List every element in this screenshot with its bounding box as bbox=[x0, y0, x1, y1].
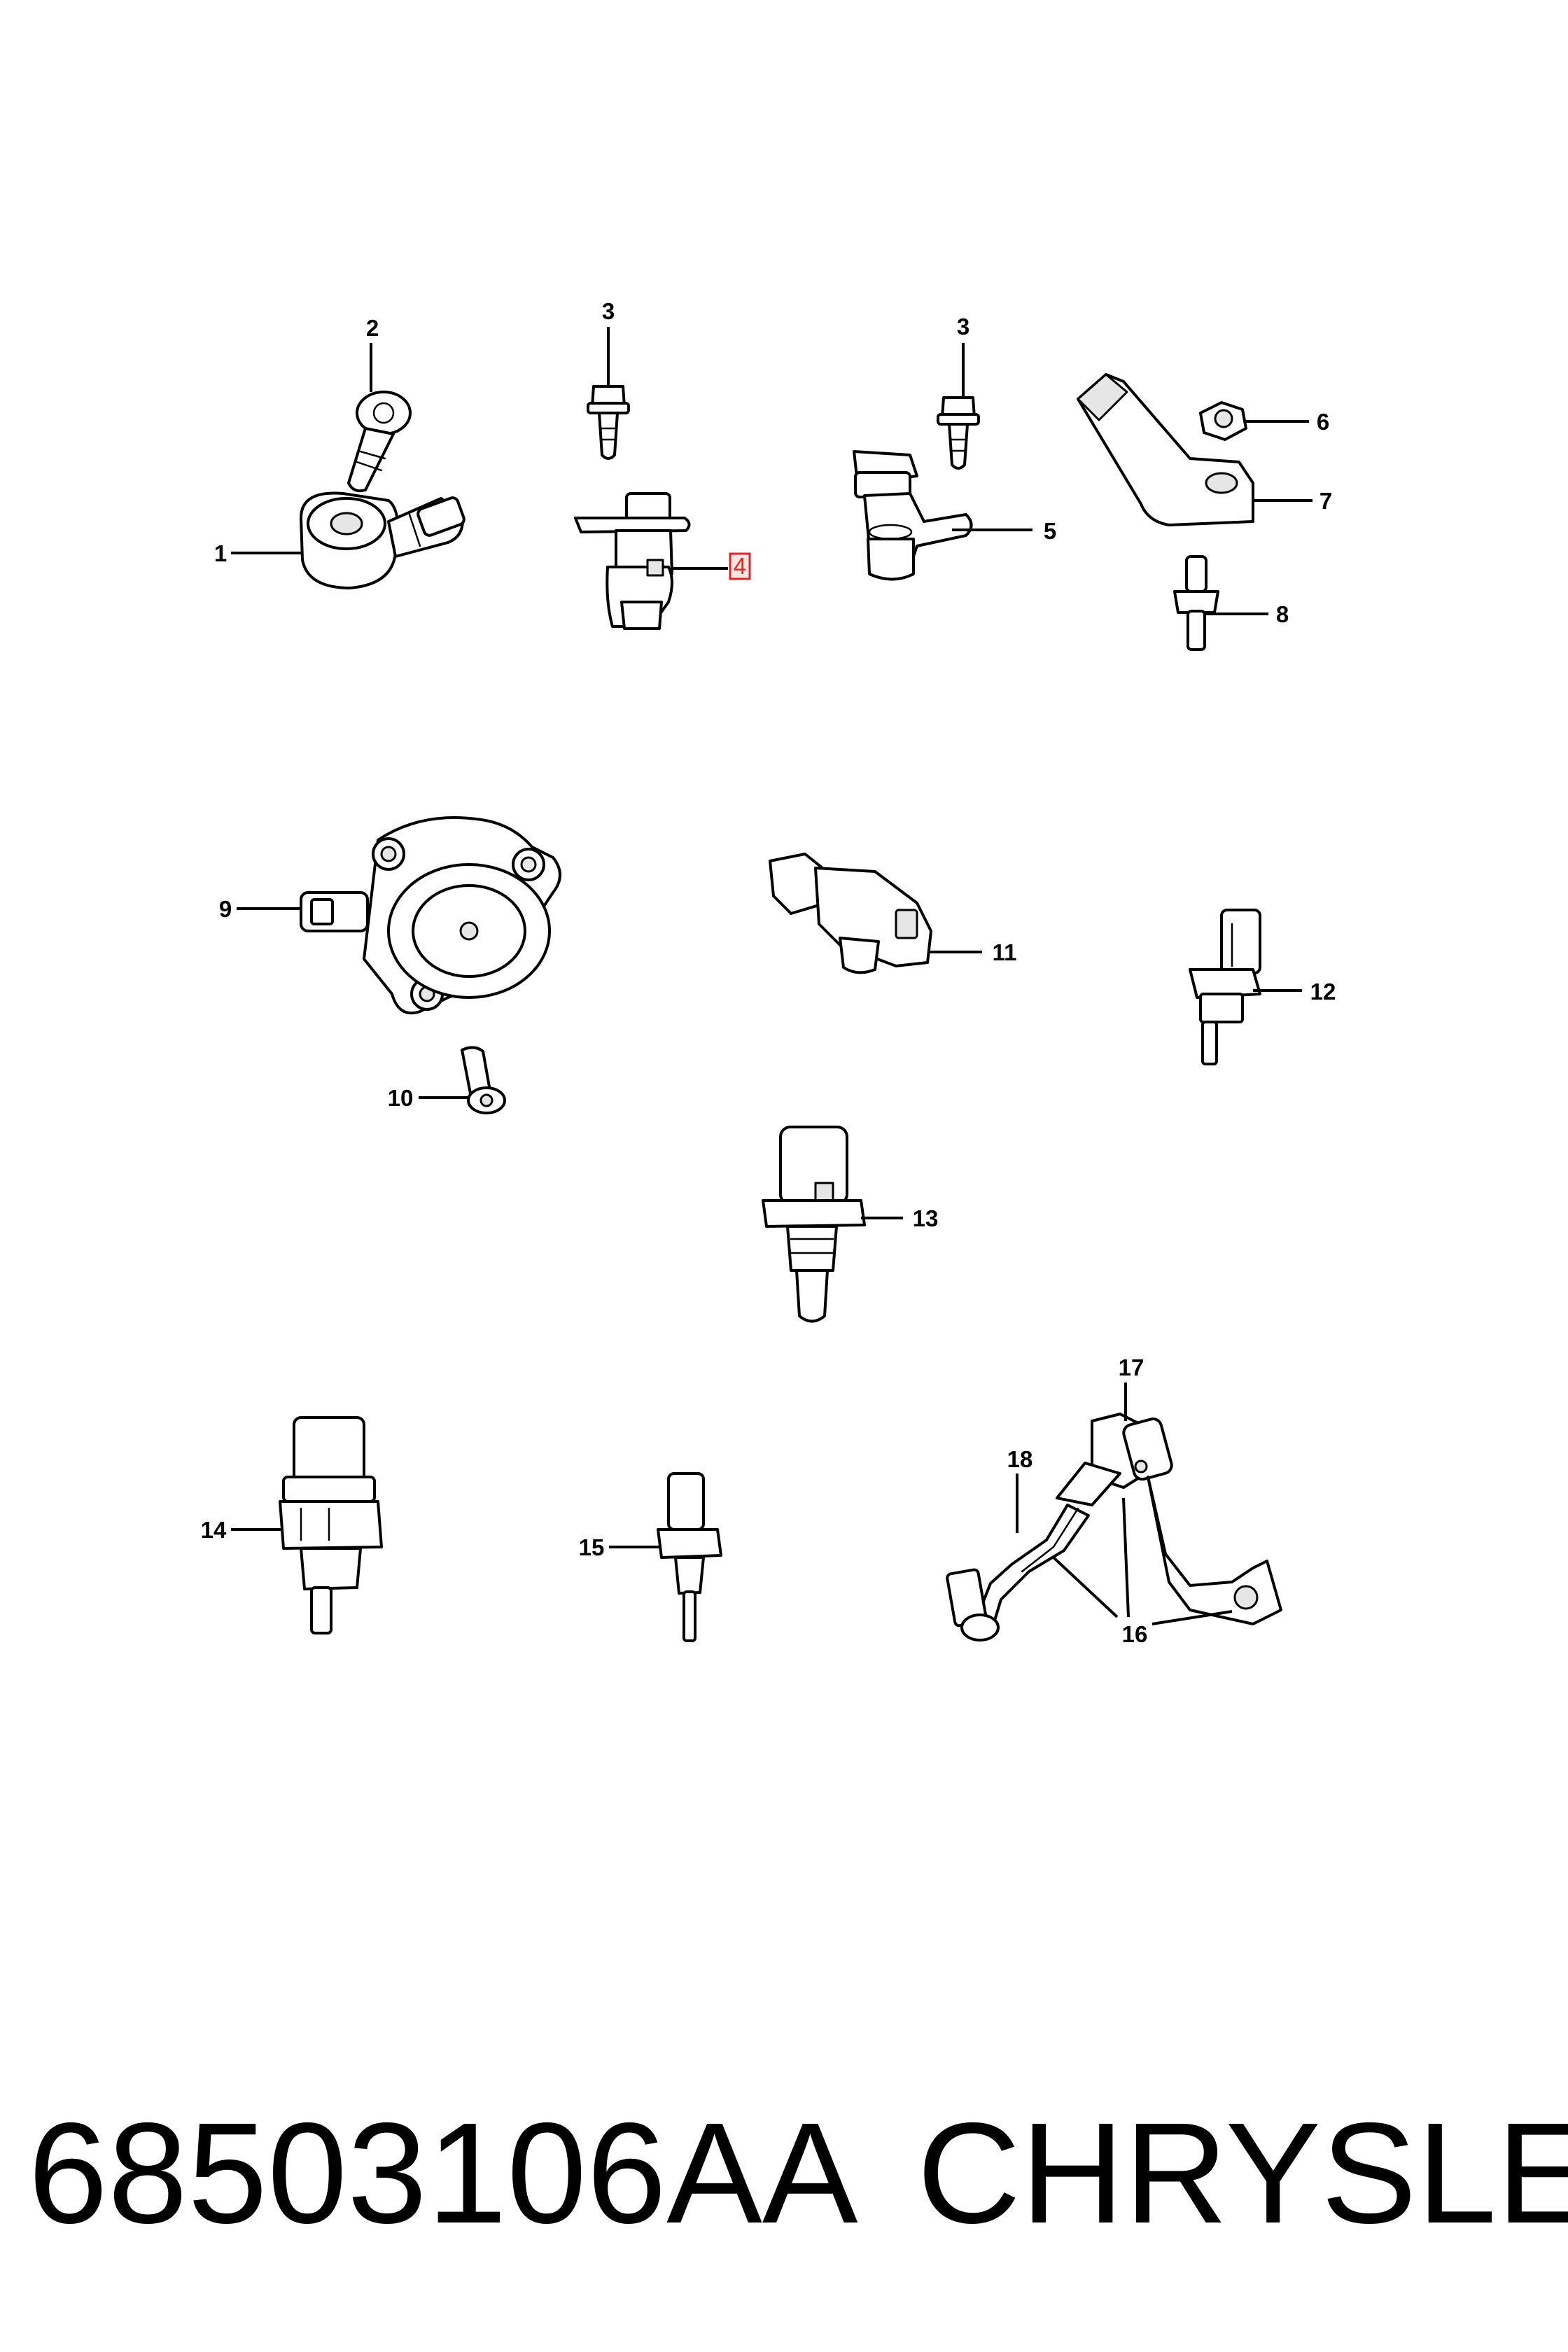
part-8-stud bbox=[1173, 555, 1219, 651]
leader-lines bbox=[231, 327, 1312, 1625]
callout-4-highlight bbox=[729, 552, 751, 580]
part-4-sensor bbox=[574, 492, 691, 630]
callout-3a: 3 bbox=[602, 298, 615, 324]
callout-6: 6 bbox=[1317, 409, 1329, 435]
callout-9: 9 bbox=[219, 896, 232, 922]
part-9-actuator bbox=[300, 816, 561, 1015]
part-caption: 68503106AA CHRYSLER bbox=[28, 2086, 1568, 2261]
callout-16: 16 bbox=[1122, 1621, 1148, 1647]
brand-name: CHRYSLER bbox=[917, 2093, 1568, 2253]
callout-18: 18 bbox=[1007, 1446, 1033, 1472]
callout-13: 13 bbox=[913, 1205, 939, 1231]
part-2-bolt bbox=[347, 391, 412, 493]
leader-16b bbox=[1122, 1497, 1130, 1618]
part-10-screw bbox=[461, 1046, 506, 1114]
leader-16a bbox=[1052, 1556, 1119, 1618]
callout-labels: 2 1 3 4 3 5 6 7 8 9 10 11 12 13 14 15 17… bbox=[201, 298, 1336, 1647]
callout-17: 17 bbox=[1119, 1354, 1144, 1380]
part-3-bolt-left bbox=[587, 385, 630, 460]
part-16-17-18-sensor-assembly bbox=[946, 1413, 1282, 1642]
callout-2: 2 bbox=[366, 315, 379, 341]
callout-10: 10 bbox=[388, 1085, 414, 1111]
part-15-temp-sensor bbox=[657, 1472, 722, 1642]
part-3-bolt-right bbox=[937, 396, 980, 470]
callout-14: 14 bbox=[201, 1517, 227, 1543]
callout-4: 4 bbox=[734, 553, 746, 579]
callout-1: 1 bbox=[214, 540, 227, 566]
part-6-nut bbox=[1199, 401, 1247, 441]
part-13-pressure-sensor bbox=[762, 1126, 866, 1323]
part-11-map-sensor bbox=[769, 853, 932, 974]
callout-11: 11 bbox=[993, 939, 1017, 965]
callout-8: 8 bbox=[1276, 601, 1289, 627]
leader-16c bbox=[1152, 1610, 1233, 1625]
callout-3b: 3 bbox=[957, 314, 969, 340]
part-5-cam-sensor bbox=[853, 450, 973, 581]
part-12-temp-sensor bbox=[1189, 909, 1261, 1065]
callout-5: 5 bbox=[1044, 518, 1056, 544]
callout-7: 7 bbox=[1320, 488, 1332, 514]
part-1-knock-sensor bbox=[300, 491, 465, 589]
callout-15: 15 bbox=[579, 1534, 605, 1560]
part-7-bracket bbox=[1077, 373, 1254, 526]
callout-12: 12 bbox=[1310, 979, 1336, 1004]
part-number: 68503106AA bbox=[28, 2093, 858, 2253]
part-14-sensor bbox=[279, 1416, 383, 1634]
